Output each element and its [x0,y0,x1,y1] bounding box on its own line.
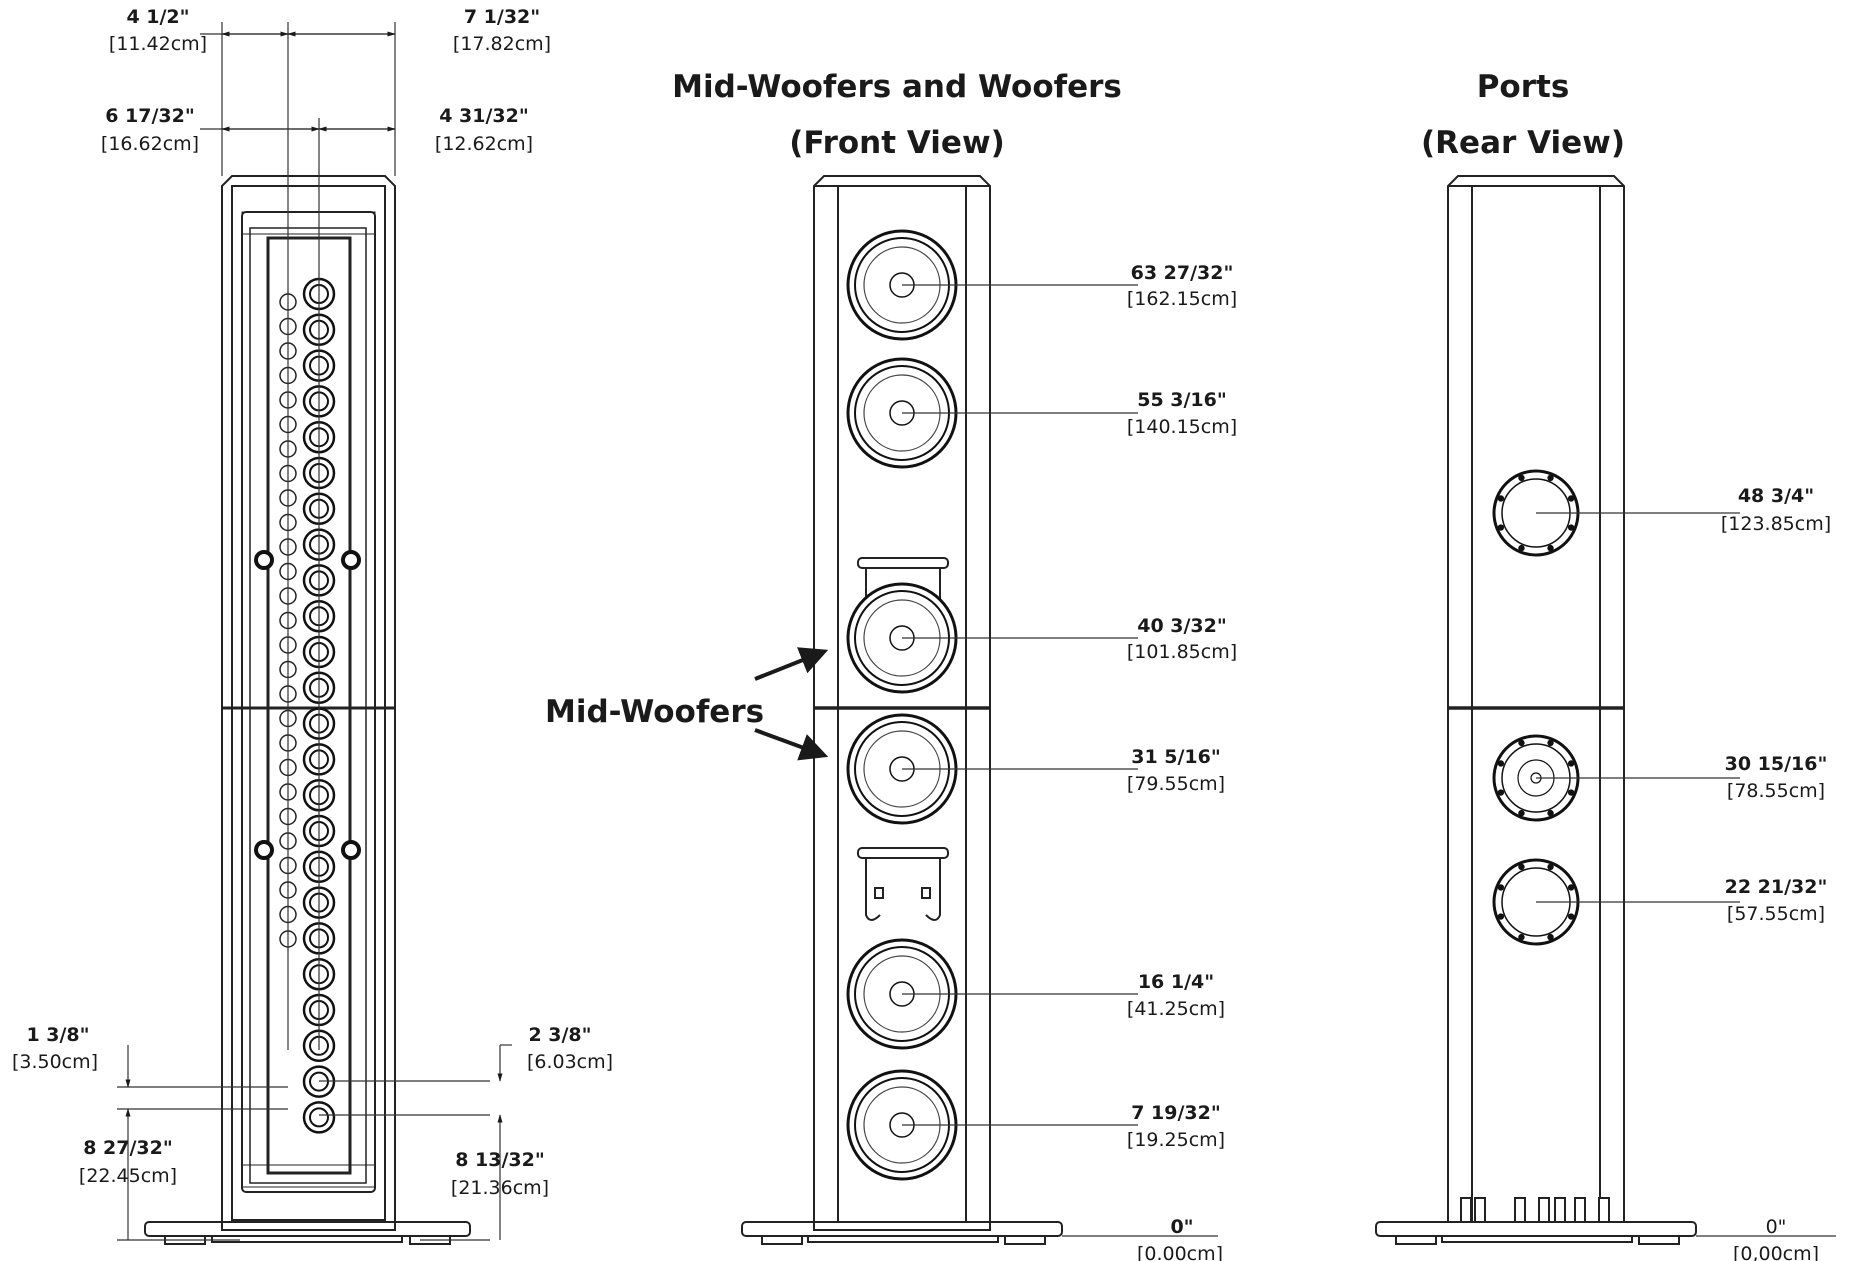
rear-base-dim-cm: [0,00cm] [1733,1243,1819,1261]
front-driver-5-cm: [41.25cm] [1127,998,1225,1020]
side-bottom-dim-2-inch: 2 3/8" [528,1024,591,1046]
front-driver-4-inch: 31 5/16" [1131,746,1221,768]
front-view-driver-stack [846,229,958,1181]
rear-port-3-cm: [57.55cm] [1727,903,1825,925]
side-bottom-dim-3-inch: 8 27/32" [83,1137,173,1159]
side-bottom-dim-4-inch: 8 13/32" [455,1149,545,1171]
front-driver-6-cm: [19.25cm] [1127,1129,1225,1151]
rear-view-heading-line2: (Rear View) [1421,125,1625,161]
front-driver-2-inch: 55 3/16" [1137,389,1227,411]
rear-port-3-inch: 22 21/32" [1725,876,1828,898]
front-driver-3-inch: 40 3/32" [1137,615,1227,637]
rear-view-heading-line1: Ports [1477,69,1570,105]
side-top-dim-2-cm: [17.82cm] [453,33,551,55]
rear-port-1-inch: 48 3/4" [1738,485,1814,507]
side-bottom-dim-3-cm: [22.45cm] [79,1165,177,1187]
side-top-dim-2-inch: 7 1/32" [464,6,540,28]
side-view-bottom-dimension-lines [117,1044,512,1241]
rear-port-2-cm: [78.55cm] [1727,780,1825,802]
side-view: 4 1/2" [11.42cm] 7 1/32" [17.82cm] 6 17/… [12,6,613,1245]
front-base-dim-cm: [0.00cm] [1137,1243,1223,1261]
front-view-cabinet [741,175,1063,1245]
rear-port-2-inch: 30 15/16" [1725,753,1828,775]
rear-port-1-cm: [123.85cm] [1721,513,1831,535]
side-bottom-dim-2-cm: [6.03cm] [527,1051,613,1073]
front-driver-1-inch: 63 27/32" [1131,262,1234,284]
mid-woofers-callout-label: Mid-Woofers [545,694,764,730]
side-top-dim-1-inch: 4 1/2" [126,6,189,28]
front-view-heading-line2: (Front View) [789,125,1005,161]
rear-view-cabinet [1375,175,1697,1245]
side-bottom-dim-1-inch: 1 3/8" [26,1024,89,1046]
front-view: Mid-Woofers and Woofers (Front View) [545,69,1237,1261]
mid-woofers-callout-arrows [754,647,829,761]
rear-view: Ports (Rear View) 0" [0,00cm [1375,69,1836,1261]
rear-base-dim-inch: 0" [1766,1216,1787,1238]
rear-view-leader-lines [1536,512,1740,903]
front-view-heading-line1: Mid-Woofers and Woofers [672,69,1122,105]
side-view-array-frame [241,211,376,1188]
side-top-dim-3-inch: 6 17/32" [105,105,195,127]
rear-view-binding-posts [1460,1197,1610,1223]
front-view-leader-lines [902,284,1138,1126]
front-driver-2-cm: [140.15cm] [1127,416,1237,438]
side-top-dim-3-cm: [16.62cm] [101,133,199,155]
front-driver-4-cm: [79.55cm] [1127,773,1225,795]
side-bottom-dim-4-cm: [21.36cm] [451,1177,549,1199]
front-driver-3-cm: [101.85cm] [1127,641,1237,663]
side-view-mount-points [254,550,361,860]
front-driver-6-inch: 7 19/32" [1131,1102,1221,1124]
front-driver-5-inch: 16 1/4" [1138,971,1214,993]
front-driver-1-cm: [162.15cm] [1127,288,1237,310]
front-base-dim-inch: 0" [1170,1216,1193,1238]
side-driver-unit [302,1101,336,1134]
side-view-top-dimension-lines [200,22,396,1050]
front-view-mid-woofer-bracket-lower [857,847,949,921]
side-bottom-dim-1-cm: [3.50cm] [12,1051,98,1073]
side-top-dim-4-inch: 4 31/32" [439,105,529,127]
side-top-dim-4-cm: [12.62cm] [435,133,533,155]
side-top-dim-1-cm: [11.42cm] [109,33,207,55]
